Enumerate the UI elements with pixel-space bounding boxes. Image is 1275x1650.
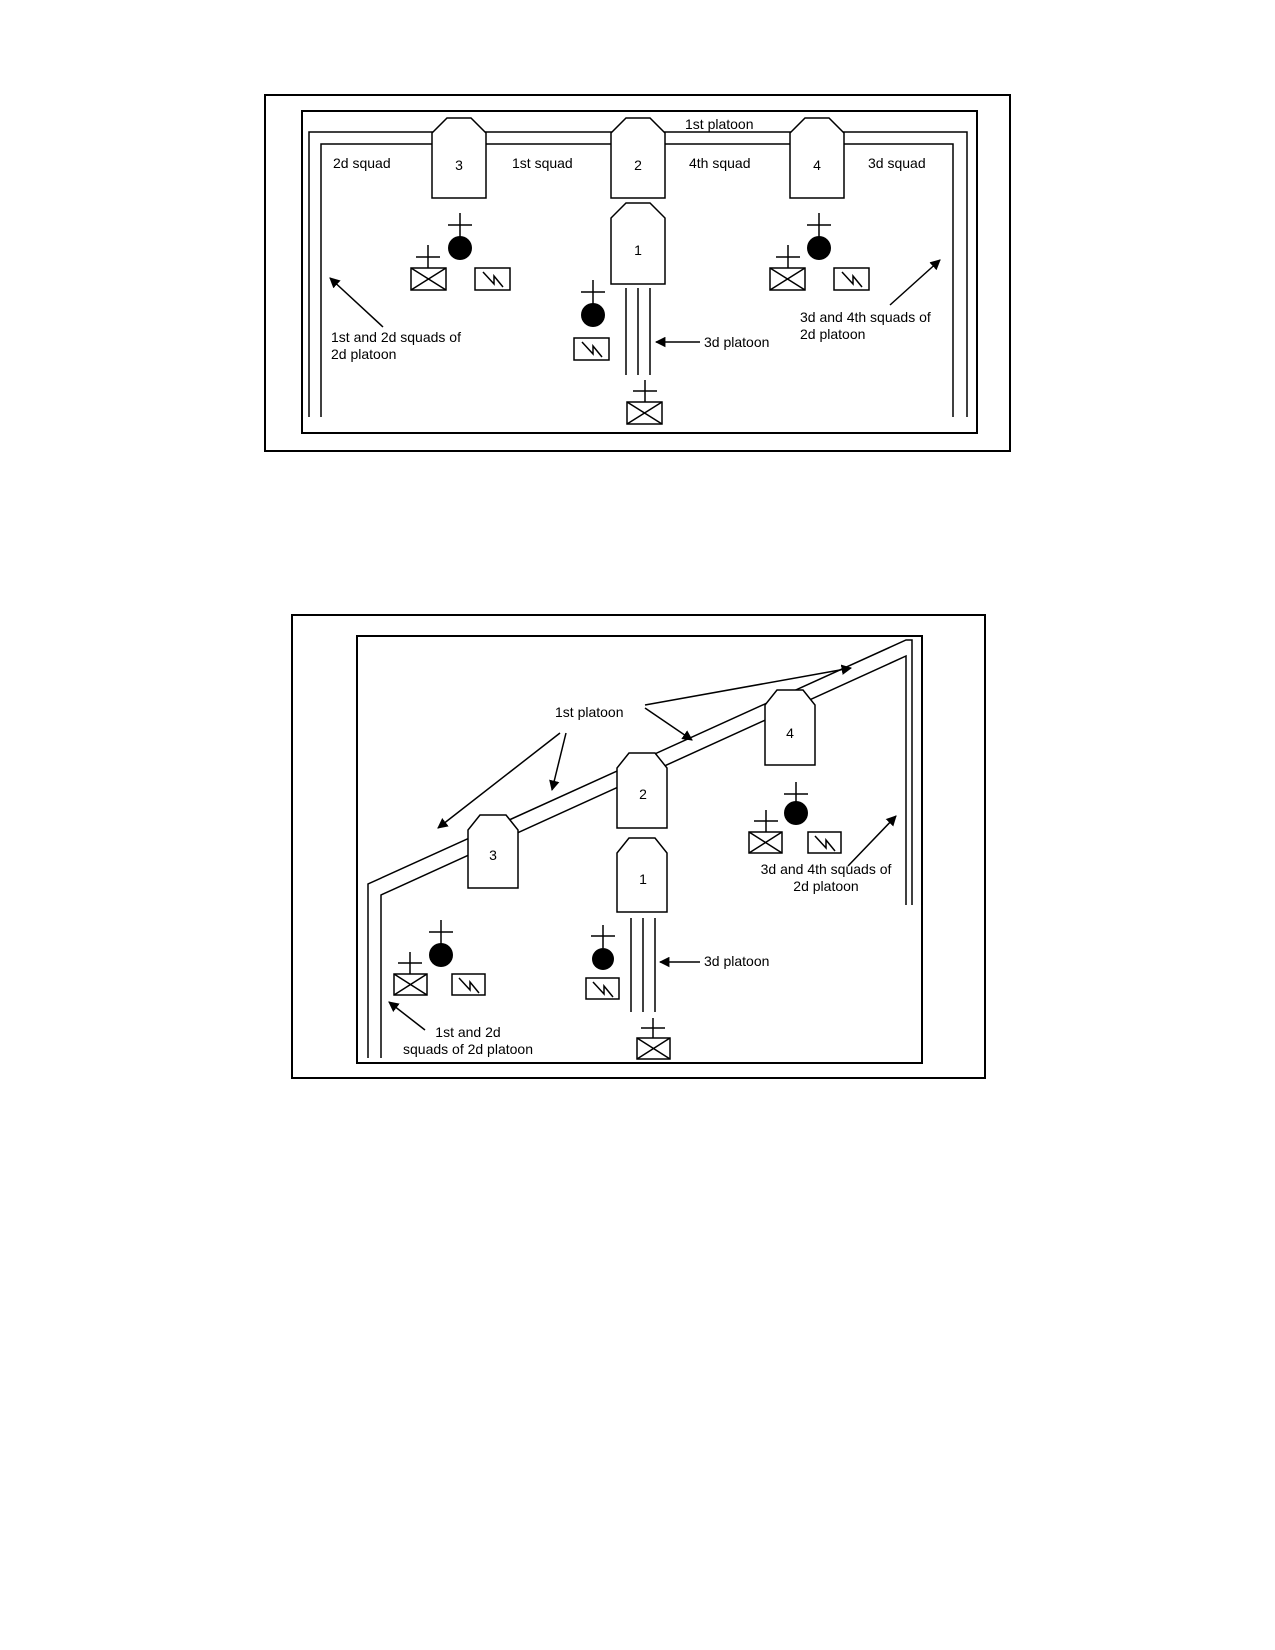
leader-dot-icon xyxy=(592,948,614,970)
vehicle-3-shape xyxy=(431,117,487,199)
vehicle-2-label: 2 xyxy=(634,157,642,173)
leader-dot-icon xyxy=(429,943,453,967)
label-3d-squad: 3d squad xyxy=(868,155,926,171)
right-symbol-group xyxy=(769,213,870,291)
vehicle-4-shape xyxy=(764,689,816,766)
right-note-arrow xyxy=(889,259,941,306)
leader-dot-icon xyxy=(581,303,605,327)
vehicle-2: 2 xyxy=(610,117,666,199)
vehicle-1: 1 xyxy=(616,837,668,913)
signal-unit-icon xyxy=(474,267,511,291)
label-1st-platoon: 1st platoon xyxy=(685,116,754,132)
left-note-line2: 2d platoon xyxy=(331,346,396,362)
vehicle-2-label: 2 xyxy=(639,786,647,802)
left-note-line1: 1st and 2d xyxy=(435,1024,500,1040)
signal-unit-icon xyxy=(807,831,842,854)
outer-frame xyxy=(291,614,986,1079)
vehicle-2-shape xyxy=(616,752,668,829)
right-note-line1: 3d and 4th squads of xyxy=(800,309,931,325)
signal-unit-icon xyxy=(585,977,620,1000)
vehicle-1-label: 1 xyxy=(639,871,647,887)
leader-dot-icon xyxy=(807,236,831,260)
label-3d-platoon: 3d platoon xyxy=(704,334,769,350)
leader-dot-icon xyxy=(784,801,808,825)
left-symbol-group xyxy=(393,920,486,996)
vehicle-2-shape xyxy=(610,117,666,199)
vehicle-4: 4 xyxy=(764,689,816,766)
vehicle-1: 1 xyxy=(610,202,666,285)
vehicle-4: 4 xyxy=(789,117,845,199)
right-note-line1: 3d and 4th squads of xyxy=(761,861,892,877)
diagram-bottom: 3 2 4 1 1st platoon 3d platoon xyxy=(291,614,986,1079)
right-note-arrow xyxy=(847,815,897,867)
first-platoon-arrow-right xyxy=(644,664,853,706)
signal-unit-icon xyxy=(573,337,610,361)
vehicle-1-label: 1 xyxy=(634,242,642,258)
left-note-arrow xyxy=(388,1001,426,1031)
label-3d-platoon: 3d platoon xyxy=(704,953,769,969)
left-note-arrow xyxy=(329,277,384,328)
inner-frame xyxy=(356,635,923,1064)
vehicle-1-shape xyxy=(616,837,668,913)
vehicle-3-label: 3 xyxy=(489,847,497,863)
first-platoon-line-outer xyxy=(367,639,913,1058)
signal-unit-icon xyxy=(833,267,870,291)
label-2d-squad: 2d squad xyxy=(333,155,391,171)
first-platoon-arrow-down xyxy=(549,732,567,792)
first-platoon-arrow-left xyxy=(437,732,561,829)
vehicle-4-label: 4 xyxy=(813,157,821,173)
right-symbol-group xyxy=(748,782,842,854)
vehicle-3-label: 3 xyxy=(455,157,463,173)
center-symbol-group xyxy=(573,280,663,425)
label-1st-platoon: 1st platoon xyxy=(555,704,624,720)
left-symbol-group xyxy=(410,213,511,291)
vehicle-2: 2 xyxy=(616,752,668,829)
vehicle-4-label: 4 xyxy=(786,725,794,741)
left-note-line1: 1st and 2d squads of xyxy=(331,329,461,345)
leader-dot-icon xyxy=(448,236,472,260)
vehicle-1-shape xyxy=(610,202,666,285)
vehicle-4-shape xyxy=(789,117,845,199)
vehicle-3-shape xyxy=(467,814,519,889)
vehicle-3: 3 xyxy=(431,117,487,199)
right-note-line2: 2d platoon xyxy=(793,878,858,894)
vehicle-3: 3 xyxy=(467,814,519,889)
diagram-top: 3 2 4 2d squad 1st squad 4th squad 3d sq… xyxy=(264,94,1011,452)
right-note-line2: 2d platoon xyxy=(800,326,865,342)
first-platoon-arrow-mid xyxy=(644,707,693,741)
inner-frame xyxy=(301,110,978,434)
signal-unit-icon xyxy=(451,973,486,996)
outer-frame xyxy=(264,94,1011,452)
label-1st-squad: 1st squad xyxy=(512,155,573,171)
center-symbol-group xyxy=(585,925,671,1060)
left-note-line2: squads of 2d platoon xyxy=(403,1041,533,1057)
label-4th-squad: 4th squad xyxy=(689,155,751,171)
